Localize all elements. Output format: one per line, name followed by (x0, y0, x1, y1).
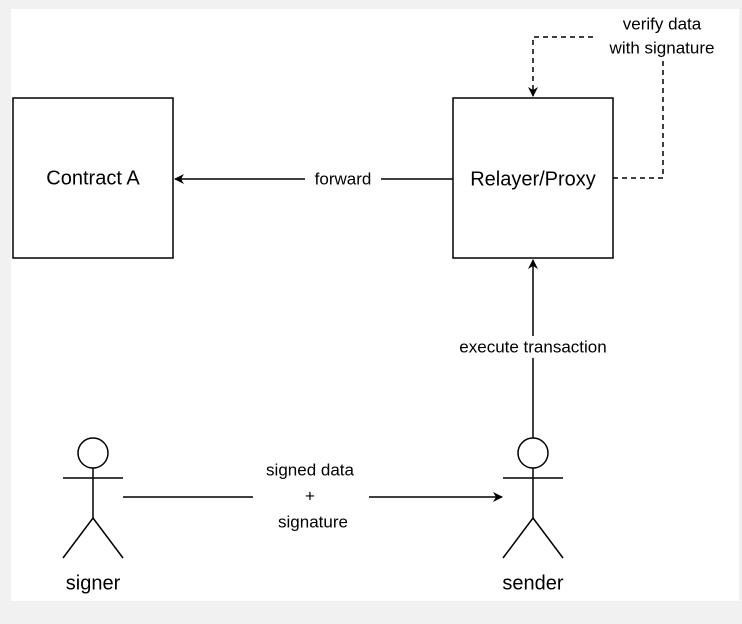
sender-label: sender (502, 572, 563, 594)
execute-edge: execute transaction (436, 259, 630, 438)
contract-a-node[interactable]: Contract A (12, 97, 174, 259)
relayer-node[interactable]: Relayer/Proxy (452, 97, 614, 259)
signed-data-label-line3: signature (278, 512, 348, 531)
verify-label-bg (595, 13, 731, 59)
forward-edge: forward (174, 169, 453, 189)
signed-data-label-line2: + (305, 486, 315, 505)
contract-a-box (12, 97, 174, 259)
verify-edge: verify data with signature (528, 13, 731, 179)
signed-data-label-bg (253, 459, 369, 537)
contract-a-label: Contract A (46, 167, 140, 189)
forward-label: forward (315, 169, 372, 188)
execute-label-bg (436, 336, 630, 358)
sender-actor[interactable]: sender (502, 437, 564, 594)
verify-label-line1: verify data (623, 14, 702, 33)
relayer-label: Relayer/Proxy (470, 168, 596, 190)
execute-label: execute transaction (459, 337, 606, 356)
signer-figure-icon (62, 437, 124, 559)
verify-label-line2: with signature (609, 38, 715, 57)
sender-figure-icon (502, 437, 564, 559)
forward-label-bg (305, 169, 381, 189)
signed-data-edge: signed data + signature (123, 459, 503, 537)
relayer-box (452, 97, 614, 259)
signer-actor[interactable]: signer (62, 437, 124, 594)
signer-label: signer (66, 572, 121, 594)
signed-data-label-line1: signed data (266, 460, 354, 479)
